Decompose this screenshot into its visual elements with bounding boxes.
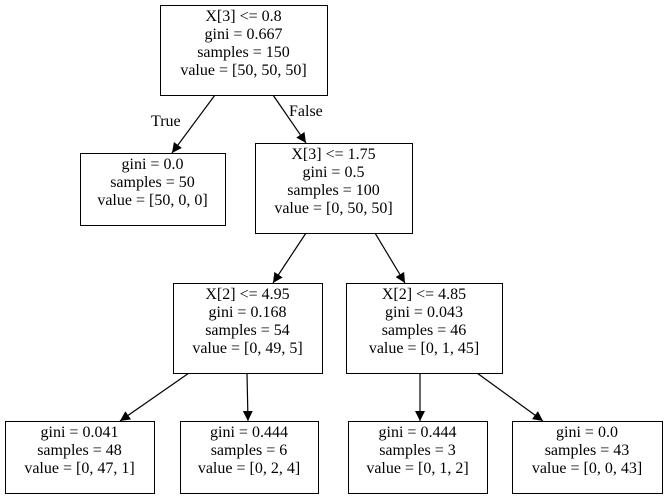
node-box xyxy=(348,421,488,494)
node-line: X[2] <= 4.95 xyxy=(205,286,289,303)
node-line: gini = 0.168 xyxy=(209,304,287,321)
node-box xyxy=(173,283,323,374)
edge-label-false: False xyxy=(289,103,323,120)
node-line: samples = 48 xyxy=(37,442,122,459)
node-line: gini = 0.5 xyxy=(303,164,365,181)
node-line: X[2] <= 4.85 xyxy=(382,286,466,303)
node-line: X[3] <= 0.8 xyxy=(205,8,281,25)
node-box xyxy=(180,421,319,494)
node-box xyxy=(160,5,328,96)
node-line: samples = 150 xyxy=(197,44,290,61)
node-line: value = [0, 47, 1] xyxy=(24,460,134,477)
node-box xyxy=(346,283,503,374)
node-line: gini = 0.444 xyxy=(210,424,288,441)
edge-arrow-n0-n1 xyxy=(171,94,216,154)
node-line: gini = 0.667 xyxy=(205,26,283,43)
node-line: samples = 54 xyxy=(205,322,290,339)
node-line: samples = 43 xyxy=(545,442,630,459)
edges-layer: True False xyxy=(119,94,544,422)
edge-arrow-n0-n2 xyxy=(272,94,307,144)
node-line: value = [0, 1, 45] xyxy=(369,340,479,357)
node-line: samples = 100 xyxy=(287,182,380,199)
node-line: gini = 0.0 xyxy=(122,156,184,173)
node-line: samples = 6 xyxy=(211,442,288,459)
node-box xyxy=(5,421,155,494)
node-box xyxy=(80,153,226,226)
node-line: X[3] <= 1.75 xyxy=(291,146,375,163)
node-line: gini = 0.041 xyxy=(41,424,119,441)
node-line: samples = 50 xyxy=(110,174,195,191)
node-box xyxy=(512,421,663,494)
node-line: value = [0, 0, 43] xyxy=(532,460,642,477)
node-line: samples = 3 xyxy=(379,442,456,459)
node-line: gini = 0.0 xyxy=(556,424,618,441)
node-line: value = [50, 50, 50] xyxy=(180,62,306,79)
node-line: value = [0, 1, 2] xyxy=(366,460,468,477)
edge-arrow-n3-n6 xyxy=(242,372,253,422)
node-box xyxy=(255,143,413,234)
edge-arrow-n3-n5 xyxy=(119,372,190,422)
edge-arrow-n4-n8 xyxy=(476,372,544,422)
node-line: samples = 46 xyxy=(382,322,467,339)
node-line: value = [0, 49, 5] xyxy=(192,340,302,357)
node-line: gini = 0.444 xyxy=(379,424,457,441)
node-line: value = [0, 2, 4] xyxy=(198,460,300,477)
node-line: value = [50, 0, 0] xyxy=(97,192,207,209)
edge-arrow-n2-n4 xyxy=(374,232,406,284)
edge-arrow-n2-n3 xyxy=(272,232,307,284)
edge-label-true: True xyxy=(151,113,181,130)
node-line: value = [0, 50, 50] xyxy=(274,200,392,217)
node-line: gini = 0.043 xyxy=(385,304,463,321)
